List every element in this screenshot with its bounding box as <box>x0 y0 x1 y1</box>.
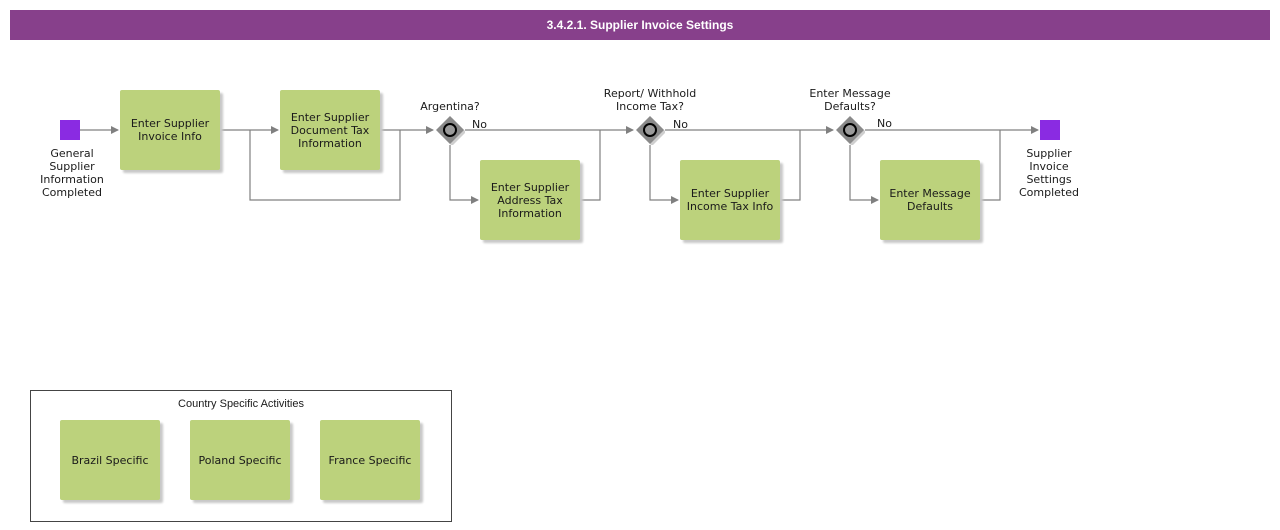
edge-argentina-yes <box>449 145 479 204</box>
task-enter-message-defaults[interactable]: Enter Message Defaults <box>880 160 980 240</box>
start-event[interactable] <box>60 120 80 140</box>
legend-item-label: Brazil Specific <box>71 453 149 467</box>
legend-title: Country Specific Activities <box>178 398 304 410</box>
gateway-report-withhold[interactable] <box>635 115 665 145</box>
gateway-message-question: Enter Message Defaults? <box>809 87 891 113</box>
legend-item-france[interactable]: France Specific <box>320 420 420 500</box>
edge-income-to-merge <box>780 130 801 201</box>
task-enter-supplier-document-tax[interactable]: Enter Supplier Document Tax Information <box>280 90 380 170</box>
task-label: Enter Supplier Invoice Info <box>130 117 210 143</box>
diagram-title: 3.4.2.1. Supplier Invoice Settings <box>10 10 1270 40</box>
edge-address-to-merge <box>580 130 601 201</box>
gateway-argentina-question: Argentina? <box>420 100 480 113</box>
edge-defaults-to-merge <box>980 130 1001 201</box>
task-enter-supplier-invoice-info[interactable]: Enter Supplier Invoice Info <box>120 90 220 170</box>
end-event[interactable] <box>1040 120 1060 140</box>
end-event-label: Supplier Invoice Settings Completed <box>1019 147 1079 199</box>
gateway-message-defaults[interactable] <box>835 115 865 145</box>
task-enter-supplier-income-tax[interactable]: Enter Supplier Income Tax Info <box>680 160 780 240</box>
gateway-withhold-question: Report/ Withhold Income Tax? <box>603 87 697 113</box>
edge-withhold-yes <box>649 145 679 204</box>
legend-item-brazil[interactable]: Brazil Specific <box>60 420 160 500</box>
gateway-argentina-no-label: No <box>472 118 487 131</box>
legend-item-poland[interactable]: Poland Specific <box>190 420 290 500</box>
edge-invoice-bypass <box>249 130 401 201</box>
task-label: Enter Supplier Income Tax Info <box>686 187 774 213</box>
gateway-message-no-label: No <box>877 117 892 130</box>
legend-item-label: France Specific <box>328 453 412 467</box>
edge-message-yes <box>849 145 879 204</box>
task-label: Enter Supplier Document Tax Information <box>290 110 370 150</box>
gateway-argentina[interactable] <box>435 115 465 145</box>
legend-item-label: Poland Specific <box>198 453 282 467</box>
task-enter-supplier-address-tax[interactable]: Enter Supplier Address Tax Information <box>480 160 580 240</box>
task-label: Enter Supplier Address Tax Information <box>490 180 570 220</box>
legend-country-specific: Country Specific Activities Brazil Speci… <box>30 390 452 522</box>
task-label: Enter Message Defaults <box>889 187 971 213</box>
start-event-label: General Supplier Information Completed <box>40 147 104 199</box>
gateway-withhold-no-label: No <box>673 118 688 131</box>
